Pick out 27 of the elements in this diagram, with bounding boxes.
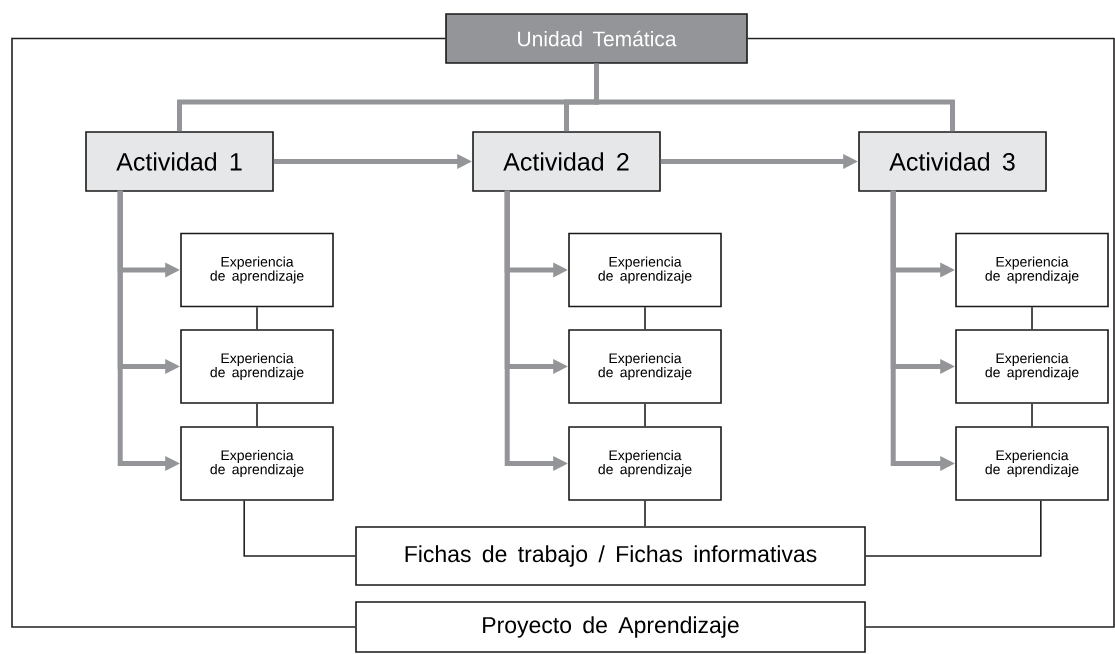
connector-line [243,500,356,557]
connector-line [644,403,646,427]
experience-box: Experiencia de aprendizaje [955,426,1109,501]
experience-box: Experiencia de aprendizaje [955,232,1109,308]
activity-box: Actividad 2 [472,131,661,192]
activity-box: Actividad 1 [85,131,274,192]
connector-line [865,500,1042,557]
connector-line [256,403,258,427]
experience-box: Experiencia de aprendizaje [568,232,722,308]
experience-box: Experiencia de aprendizaje [568,426,722,501]
worksheet-box: Fichas de trabajo / Fichas informativas [355,526,866,586]
experience-box: Experiencia de aprendizaje [180,426,334,501]
connector-line [594,63,955,132]
experience-box: Experiencia de aprendizaje [955,329,1109,404]
connector-line [644,306,646,330]
connector-line [1031,306,1033,330]
activity-box: Actividad 3 [858,131,1047,192]
title-box: Unidad Temática [445,13,748,64]
experience-box: Experiencia de aprendizaje [180,329,334,404]
connector-line [644,500,646,527]
project-box: Proyecto de Aprendizaje [355,601,866,653]
connector-line [1031,403,1033,427]
connector-line [747,37,1115,628]
experience-box: Experiencia de aprendizaje [180,232,334,308]
experience-box: Experiencia de aprendizaje [568,329,722,404]
connector-line [256,306,258,330]
connector-line [11,37,446,628]
